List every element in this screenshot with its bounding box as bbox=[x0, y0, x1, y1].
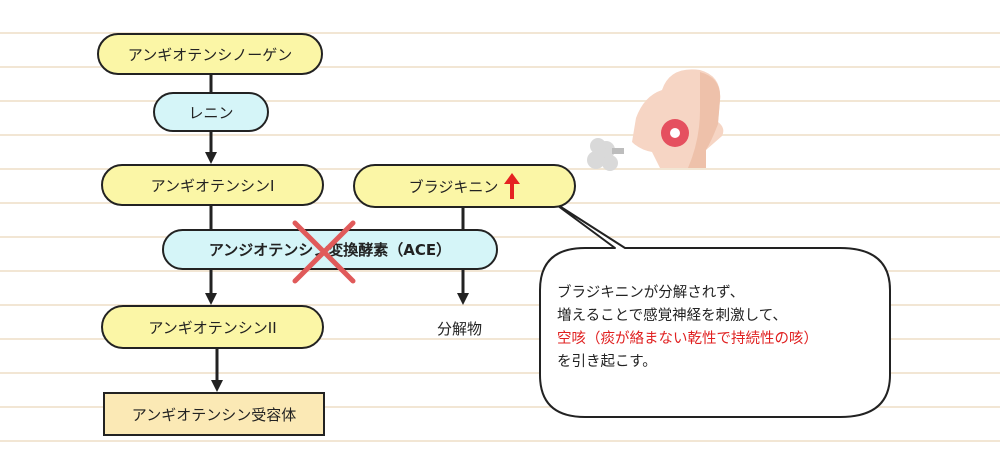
bubble-line-3: 空咳（痰が絡まない乾性で持続性の咳） bbox=[557, 331, 818, 347]
connector-lines bbox=[209, 73, 465, 384]
cough-cloud-icon bbox=[587, 138, 624, 171]
bubble-line-4: を引き起こす。 bbox=[557, 354, 657, 370]
arrowheads bbox=[205, 152, 469, 392]
coughing-face-icon bbox=[632, 69, 724, 168]
angiotensinogen-label: アンギオテンシノーゲン bbox=[127, 45, 293, 64]
bradykinin-label: ブラジキニン bbox=[408, 177, 499, 196]
x-mark-icon bbox=[292, 220, 356, 284]
bubble-line-2: 増えることで感覚神経を刺激して、 bbox=[557, 308, 787, 324]
angiotensin2-node: アンギオテンシンII bbox=[101, 305, 324, 349]
receptor-label: アンギオテンシン受容体 bbox=[131, 405, 297, 424]
receptor-node: アンギオテンシン受容体 bbox=[103, 392, 325, 436]
renin-node: レニン bbox=[153, 92, 269, 132]
up-arrow-icon bbox=[504, 173, 521, 199]
renin-label: レニン bbox=[188, 103, 234, 122]
angiotensin1-label: アンギオテンシンI bbox=[150, 176, 275, 195]
ace-node: アンジオテンシン変換酵素（ACE） bbox=[162, 229, 498, 270]
angiotensin1-node: アンギオテンシンI bbox=[101, 164, 324, 206]
bubble-text: ブラジキニンが分解されず、 増えることで感覚神経を刺激して、 空咳（痰が絡まない… bbox=[557, 282, 882, 374]
speech-bubble bbox=[539, 199, 891, 418]
angiotensinogen-node: アンギオテンシノーゲン bbox=[97, 33, 323, 75]
ace-label: アンジオテンシン変換酵素（ACE） bbox=[208, 241, 452, 259]
bradykinin-node: ブラジキニン bbox=[353, 164, 576, 208]
angiotensin2-label: アンギオテンシンII bbox=[148, 318, 277, 337]
bubble-line-1: ブラジキニンが分解されず、 bbox=[557, 285, 745, 301]
breakdown-label: 分解物 bbox=[437, 320, 483, 338]
